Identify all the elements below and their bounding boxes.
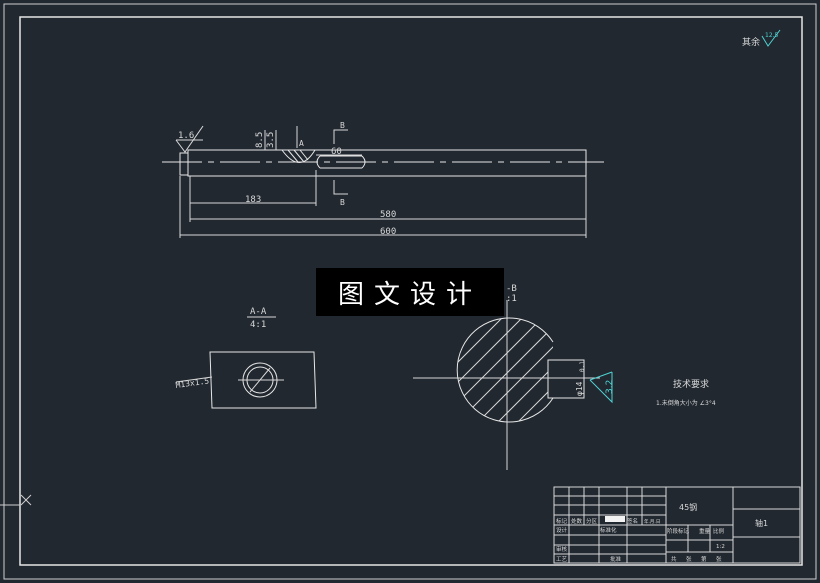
outer-frame <box>3 3 817 580</box>
svg-text:标记: 标记 <box>556 517 568 525</box>
watermark-banner: 图文设计 <box>316 268 504 316</box>
section-bb-scale: :1 <box>506 294 517 304</box>
svg-text:工艺: 工艺 <box>556 556 568 563</box>
svg-text:1:2: 1:2 <box>716 544 725 550</box>
svg-text:共: 共 <box>671 555 677 563</box>
svg-text:设计: 设计 <box>556 526 568 534</box>
shaft-end <box>179 152 189 176</box>
section-b-bottom-marker <box>333 180 348 195</box>
section-bb-title: -B <box>506 284 517 294</box>
svg-text:年.月.日: 年.月.日 <box>644 518 660 525</box>
svg-text:处数: 处数 <box>571 517 583 525</box>
roughness-symbol-icon <box>175 125 204 153</box>
title-block-text: 45钢 轴1 标记 处数 分区 签名 年.月.日 设计 标准化 阶段标记 重量 … <box>556 502 768 563</box>
section-b-bottom-label: B <box>340 198 345 207</box>
svg-text:分区: 分区 <box>586 517 598 525</box>
section-aa-outline <box>209 351 317 409</box>
svg-text:比例: 比例 <box>713 527 725 535</box>
signature-box <box>605 516 625 522</box>
section-b-top-marker <box>333 129 348 144</box>
dim-600: 600 <box>380 227 396 237</box>
dim-8-5: 8.5 <box>255 132 265 148</box>
svg-text:标准化: 标准化 <box>600 526 617 534</box>
corner-roughness-value: 12.5 <box>765 32 779 39</box>
section-aa-view: A-A 4:1 M13x1.5 <box>175 307 317 409</box>
svg-text:重量: 重量 <box>699 527 711 535</box>
keyway-roughness: 3.2 <box>605 380 615 394</box>
svg-text:审核: 审核 <box>556 545 568 553</box>
inner-frame <box>19 16 803 566</box>
material-field: 45钢 <box>679 502 697 512</box>
svg-text:签名: 签名 <box>627 517 638 525</box>
section-aa-scale: 4:1 <box>250 320 266 330</box>
svg-text:阶段标记: 阶段标记 <box>667 527 690 535</box>
section-b-top-label: B <box>340 121 345 130</box>
tech-req-item: 1.未倒角大小为 ∠3°4 <box>656 399 716 407</box>
thread-spec: M13x1.5 <box>175 376 210 390</box>
part-name-field: 轴1 <box>755 518 768 528</box>
dim-60: 60 <box>331 147 342 157</box>
shaft-body <box>187 149 587 177</box>
svg-text:批准: 批准 <box>610 555 622 563</box>
keyway-tolerance: 0.1 <box>579 361 586 372</box>
roughness-symbol-icon <box>761 29 781 47</box>
roughness-symbol-icon <box>589 371 613 404</box>
svg-text:张: 张 <box>686 555 692 563</box>
keyway <box>316 155 366 169</box>
cross-hole <box>281 149 316 163</box>
dim-580: 580 <box>380 210 396 220</box>
dim-183: 183 <box>245 195 261 205</box>
roughness-value: 1.6 <box>178 131 194 141</box>
shaft-section-outline <box>456 317 554 423</box>
corner-roughness-note: 其余 12.5 <box>742 29 781 48</box>
title-block <box>553 486 801 564</box>
tech-req-title: 技术要求 <box>673 378 709 390</box>
svg-text:张: 张 <box>716 555 722 563</box>
section-a-label: A <box>299 139 304 148</box>
keyway-section <box>547 359 585 399</box>
svg-text:第: 第 <box>701 555 707 563</box>
tech-requirements: 技术要求 1.未倒角大小为 ∠3°4 <box>656 378 716 407</box>
main-view: 1.6 8.5 3.5 A 60 B B 1 <box>162 121 604 238</box>
section-aa-title: A-A <box>250 307 267 317</box>
dim-3-5: 3.5 <box>266 132 276 148</box>
corner-note-label: 其余 <box>742 36 760 48</box>
keyway-width-dim: φ14 <box>575 381 584 396</box>
